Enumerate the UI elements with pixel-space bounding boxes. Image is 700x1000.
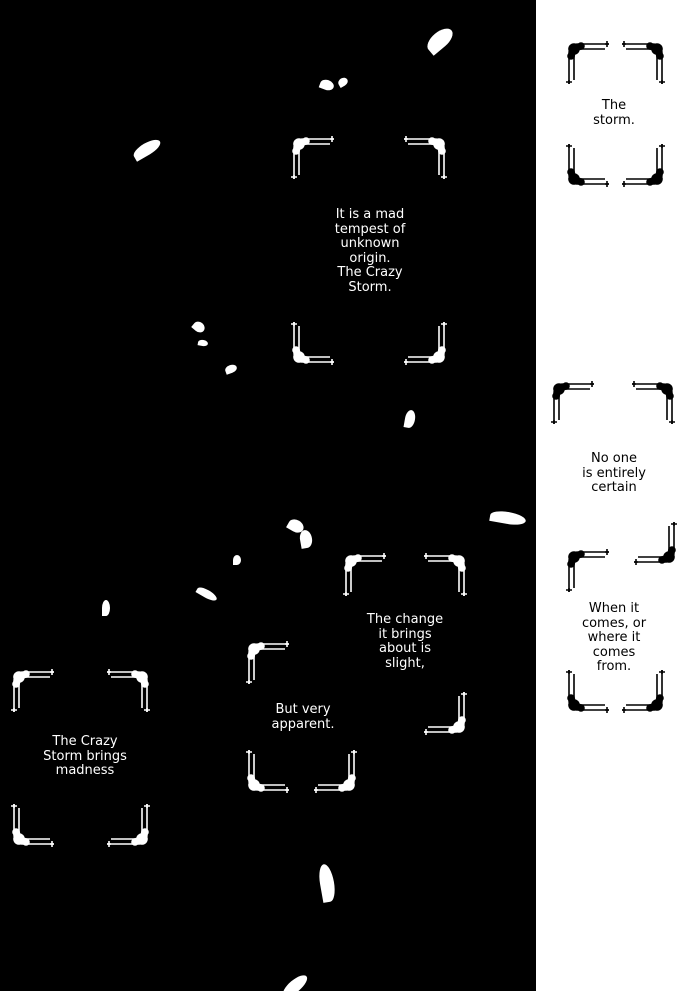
ornament-corner-icon bbox=[245, 748, 291, 794]
caption-apparent: But very apparent. bbox=[271, 702, 335, 732]
ornament-corner-icon bbox=[105, 802, 151, 848]
ornament-corner-icon bbox=[422, 690, 468, 736]
ornament-corner-icon bbox=[402, 320, 448, 366]
ornament-corner-icon bbox=[245, 640, 291, 686]
caption-storm: The storm. bbox=[593, 98, 635, 128]
ornament-corner-icon bbox=[620, 668, 666, 714]
dark-panel bbox=[0, 0, 536, 991]
caption-when: When it comes, or where it comes from. bbox=[581, 601, 647, 674]
ornament-corner-icon bbox=[312, 748, 358, 794]
petal-icon bbox=[233, 555, 241, 565]
petal-icon bbox=[102, 600, 110, 616]
ornament-corner-icon bbox=[565, 668, 611, 714]
ornament-corner-icon bbox=[10, 668, 56, 714]
ornament-corner-icon bbox=[342, 552, 388, 598]
caption-no-one: No one is entirely certain bbox=[582, 451, 646, 495]
caption-change: The change it brings about is slight, bbox=[366, 612, 444, 671]
ornament-corner-icon bbox=[550, 380, 596, 426]
ornament-corner-icon bbox=[402, 135, 448, 181]
ornament-corner-icon bbox=[632, 520, 678, 566]
ornament-corner-icon bbox=[565, 548, 611, 594]
ornament-corner-icon bbox=[290, 135, 336, 181]
caption-madness: The Crazy Storm brings madness bbox=[43, 734, 127, 778]
caption-tempest: It is a mad tempest of unknown origin. T… bbox=[334, 207, 406, 295]
ornament-corner-icon bbox=[565, 142, 611, 188]
ornament-corner-icon bbox=[105, 668, 151, 714]
ornament-corner-icon bbox=[422, 552, 468, 598]
ornament-corner-icon bbox=[620, 40, 666, 86]
ornament-corner-icon bbox=[630, 380, 676, 426]
ornament-corner-icon bbox=[290, 320, 336, 366]
ornament-corner-icon bbox=[565, 40, 611, 86]
ornament-corner-icon bbox=[10, 802, 56, 848]
ornament-corner-icon bbox=[620, 142, 666, 188]
